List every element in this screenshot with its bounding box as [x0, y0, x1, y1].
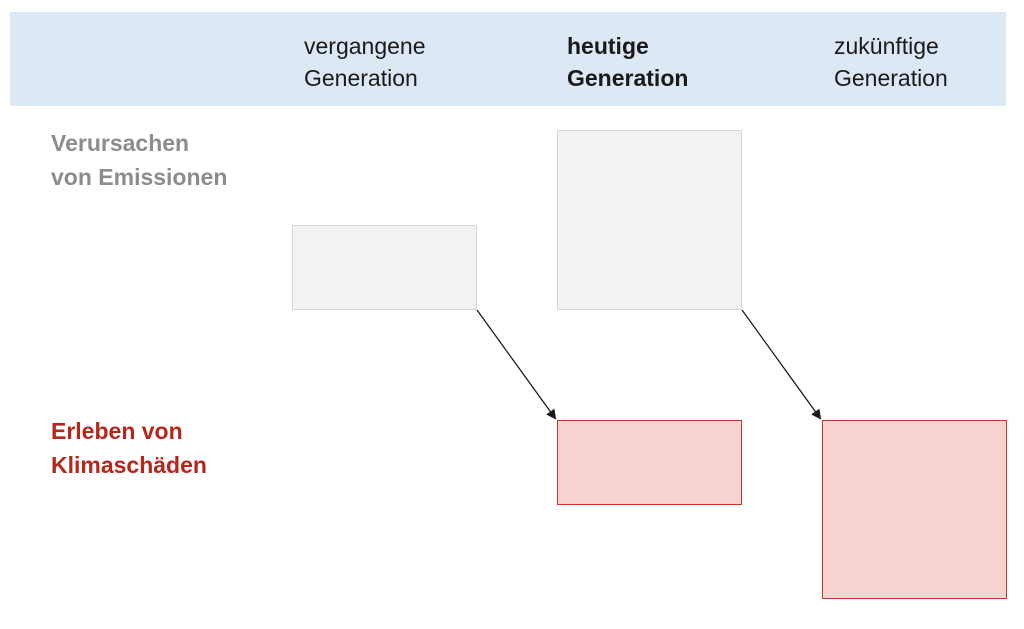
column-header-present-line1: heutige [567, 33, 649, 59]
emission-box-past [292, 225, 477, 310]
column-header-future-line2: Generation [834, 65, 948, 91]
column-header-present: heutige Generation [567, 30, 688, 94]
row-label-damage-line2: Klimaschäden [51, 452, 207, 478]
column-header-future-line1: zukünftige [834, 33, 939, 59]
row-label-emissions-line2: von Emissionen [51, 164, 228, 190]
column-header-past: vergangene Generation [304, 30, 426, 94]
column-header-past-line2: Generation [304, 65, 418, 91]
column-header-past-line1: vergangene [304, 33, 426, 59]
damage-box-future [822, 420, 1007, 599]
row-label-damage-line1: Erleben von [51, 418, 183, 444]
row-label-emissions: Verursachen von Emissionen [51, 126, 227, 194]
row-label-damage: Erleben von Klimaschäden [51, 414, 207, 482]
column-header-present-line2: Generation [567, 65, 689, 91]
header-band [10, 12, 1006, 106]
damage-box-present [557, 420, 742, 505]
row-label-emissions-line1: Verursachen [51, 130, 190, 156]
emission-box-present [557, 130, 742, 310]
arrow-past-to-present [476, 309, 557, 420]
arrow-present-to-future [741, 309, 822, 420]
column-header-future: zukünftige Generation [834, 30, 948, 94]
